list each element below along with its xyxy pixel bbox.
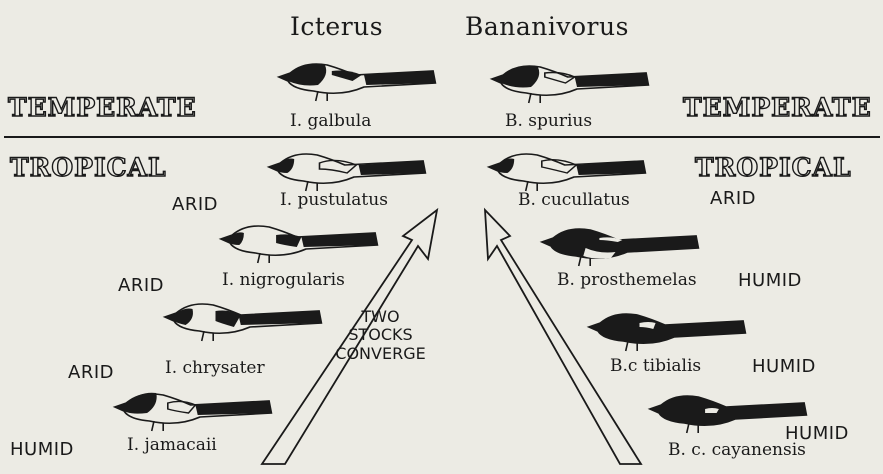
habitat-label-icterus-4: ARID <box>68 364 114 382</box>
species-label-bananivorus-5: B. c. cayanensis <box>668 442 806 459</box>
center-label: TWO STOCKS CONVERGE <box>333 308 428 363</box>
species-label-bananivorus-4: B.c tibialis <box>610 358 701 375</box>
bird-bananivorus-cucullatus <box>482 143 647 195</box>
bird-icterus-pustulatus <box>262 143 427 195</box>
species-label-icterus-5: I. jamacaii <box>127 437 217 454</box>
bird-icterus-nigrogularis <box>214 215 379 267</box>
habitat-label-bananivorus-3: HUMID <box>738 272 802 290</box>
species-label-icterus-4: I. chrysater <box>165 360 265 377</box>
species-label-bananivorus-2: B. cucullatus <box>518 192 630 209</box>
center-label-line-3: CONVERGE <box>333 345 428 363</box>
habitat-label-icterus-5: HUMID <box>10 441 74 459</box>
bird-icterus-chrysater <box>158 293 323 345</box>
habitat-label-bananivorus-4: HUMID <box>752 358 816 376</box>
bird-bananivorus-tibialis <box>582 303 747 355</box>
species-label-icterus-3: I. nigrogularis <box>222 272 345 289</box>
center-label-line-1: TWO <box>333 308 428 326</box>
bird-bananivorus-cayanensis <box>643 385 808 437</box>
bird-bananivorus-prosthemelas <box>535 218 700 270</box>
species-label-icterus-1: I. galbula <box>290 113 371 130</box>
bird-icterus-galbula <box>272 53 437 105</box>
bird-icterus-jamacaii <box>108 383 273 435</box>
species-label-bananivorus-1: B. spurius <box>505 113 592 130</box>
habitat-label-bananivorus-2: ARID <box>710 190 756 208</box>
species-label-icterus-2: I. pustulatus <box>280 192 388 209</box>
habitat-label-icterus-2: ARID <box>172 196 218 214</box>
bird-bananivorus-spurius <box>485 55 650 107</box>
species-label-bananivorus-3: B. prosthemelas <box>557 272 697 289</box>
center-label-line-2: STOCKS <box>333 326 428 344</box>
